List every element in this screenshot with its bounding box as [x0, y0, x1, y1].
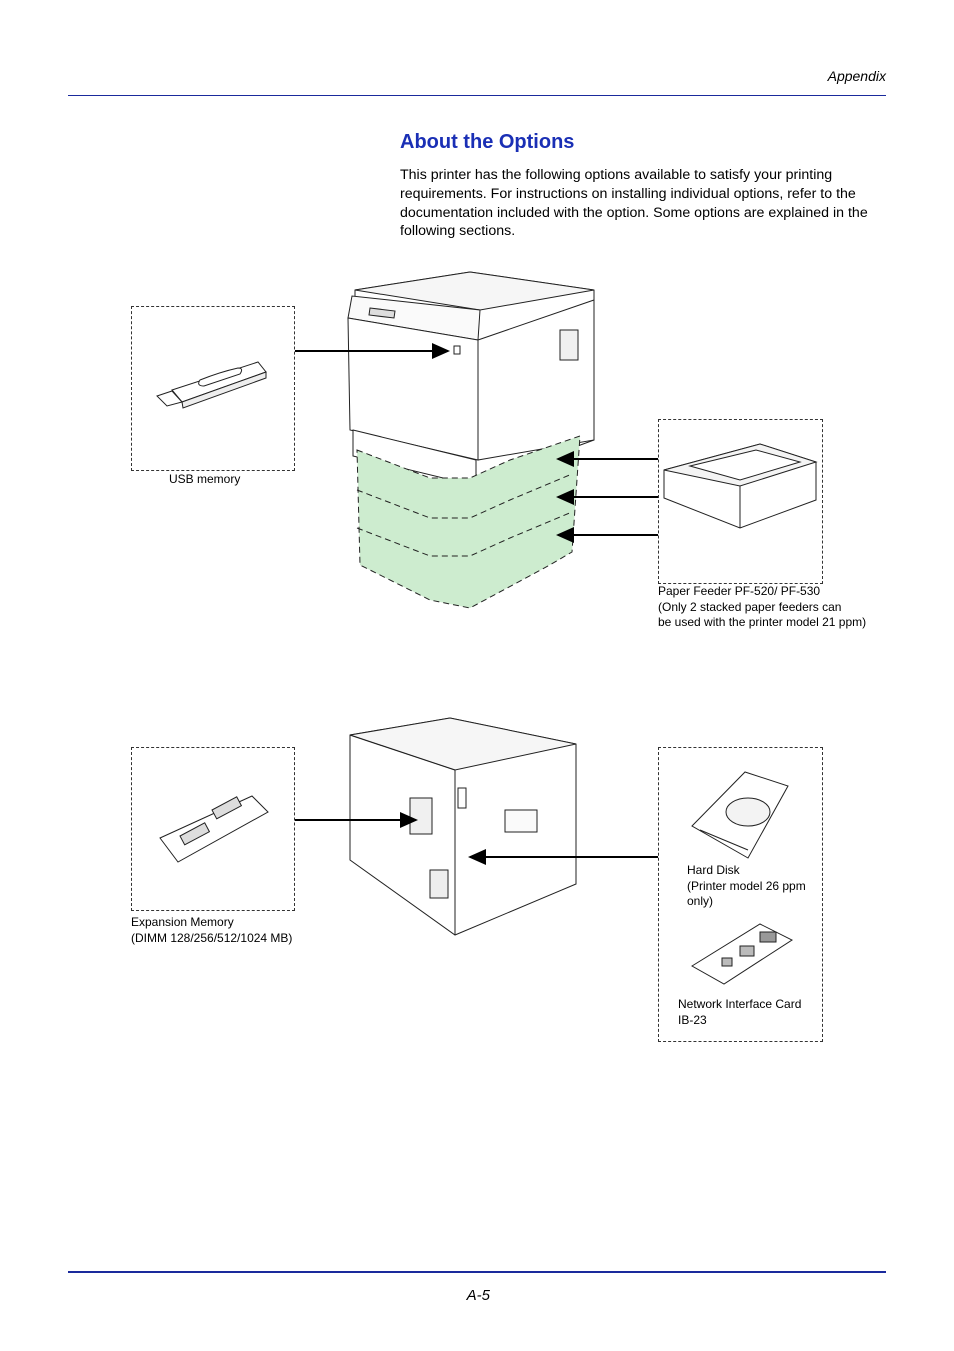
expansion-memory-image — [159, 795, 269, 863]
network-card-image — [691, 923, 794, 985]
printer-front-image — [347, 271, 595, 487]
header-section-label: Appendix — [827, 68, 886, 84]
hard-disk-caption-line1: Hard Disk — [687, 863, 740, 877]
hard-disk-caption-line3: only) — [687, 894, 714, 909]
interface-options-box — [658, 747, 823, 1042]
hard-disk-caption-line2: (Printer model 26 ppm — [687, 878, 806, 893]
usb-memory-image — [156, 361, 267, 409]
footer-rule — [68, 1271, 886, 1273]
usb-memory-caption: USB memory — [169, 472, 241, 486]
usb-memory-box — [131, 306, 295, 471]
paper-feeder-caption: Paper Feeder PF-520/ PF-530 (Only 2 stac… — [658, 584, 866, 631]
paper-feeder-box — [658, 419, 823, 584]
printer-rear-image — [349, 717, 577, 936]
header-rule — [68, 95, 886, 96]
expansion-memory-caption-line1: Expansion Memory — [131, 915, 234, 929]
network-card-caption-line2: IB-23 — [678, 1012, 707, 1027]
pointer-arrows — [295, 343, 658, 865]
page-number: A-5 — [466, 1287, 490, 1304]
expansion-memory-box — [131, 747, 295, 911]
intro-paragraph: This printer has the following options a… — [400, 167, 868, 240]
page-title: About the Options — [400, 131, 575, 153]
expansion-memory-caption-line2: (DIMM 128/256/512/1024 MB) — [131, 930, 293, 945]
hard-disk-image — [691, 771, 789, 859]
expansion-memory-caption: Expansion Memory (DIMM 128/256/512/1024 … — [131, 915, 292, 946]
paper-feeder-caption-line1: Paper Feeder PF-520/ PF-530 — [658, 584, 821, 598]
hard-disk-caption: Hard Disk (Printer model 26 ppm only) — [687, 863, 806, 910]
network-card-caption-line1: Network Interface Card — [678, 997, 802, 1011]
paper-feeder-stack — [356, 435, 581, 609]
network-card-caption: Network Interface Card IB-23 — [678, 997, 801, 1028]
paper-feeder-caption-line3: be used with the printer model 21 ppm) — [658, 615, 867, 630]
paper-feeder-caption-line2: (Only 2 stacked paper feeders can — [658, 599, 842, 614]
paper-feeder-image — [663, 443, 818, 529]
